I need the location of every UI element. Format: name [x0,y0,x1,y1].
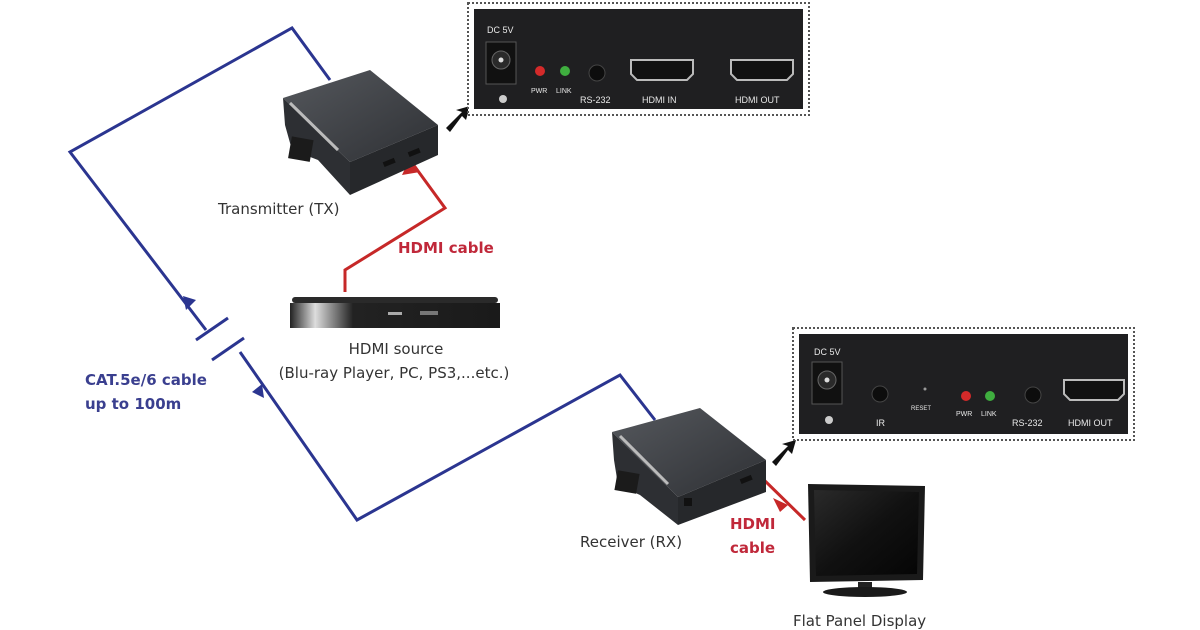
rx-hdmi-cable-label-2: cable [730,539,775,557]
display-stand [823,587,907,597]
rx-hdmi-cable [760,476,807,522]
cat-cable [67,26,657,522]
source-label: HDMI source [349,340,444,358]
receiver-label: Receiver (RX) [580,533,682,551]
cat-cable-rx-segment [238,351,657,522]
rx-rs232-label: RS-232 [1012,418,1043,428]
tx-dc-label: DC 5V [487,25,514,35]
cat-arrow-up-icon [183,296,196,310]
tx-pwr-label: PWR [531,88,547,95]
rx-hdmi-out-label: HDMI OUT [1068,418,1113,428]
rx-link-led [985,391,995,401]
transmitter-device [283,70,438,195]
cat-distance-label: up to 100m [85,395,181,413]
hdmi-arrow-down-icon [773,498,788,512]
rx-hdmi-out-port [1063,379,1125,401]
tx-pwr-led [535,66,545,76]
rx-reset-label: RESET [911,406,931,412]
rx-hdmi-cable-label: HDMI [730,515,776,533]
rx-mount-bracket [614,470,640,494]
tx-zoom-arrow-icon [446,106,470,132]
bluray-player [290,297,500,328]
tx-link-label: LINK [556,88,572,95]
cat-connector-right [211,336,245,362]
rx-pwr-label: PWR [956,411,972,418]
cat-connector-left [195,316,229,342]
tx-hdmi-out-port [730,59,794,81]
tx-hdmi-in-port [630,59,694,81]
receiver-device [612,408,766,525]
tx-panel: DC 5V PWR LINK RS-232 HDMI IN HDMI OUT [467,2,810,116]
rx-dc-label: DC 5V [814,347,841,357]
polarity-icon [825,416,833,424]
cat-arrow-down-icon [252,384,264,398]
tx-mount-bracket [288,136,314,162]
rx-panel: DC 5V IR RESET PWR LINK RS-232 HDMI OUT [792,327,1135,441]
tx-hdmi-cable-label: HDMI cable [398,239,494,257]
rx-ir-port [871,385,889,403]
tx-rs232-label: RS-232 [580,95,611,105]
rx-link-label: LINK [981,411,997,418]
rx-pwr-led [961,391,971,401]
tx-link-led [560,66,570,76]
tx-hdmi-in-label: HDMI IN [642,95,677,105]
polarity-icon [499,95,507,103]
transmitter-label: Transmitter (TX) [217,200,340,218]
tx-hdmi-out-label: HDMI OUT [735,95,780,105]
display-label: Flat Panel Display [793,612,926,630]
rx-ir-label: IR [876,418,886,428]
source-sublabel: (Blu-ray Player, PC, PS3,...etc.) [279,364,510,382]
cat-cable-label: CAT.5e/6 cable [85,371,207,389]
cat-cable-tx-segment [67,26,332,331]
rx-reset-button[interactable] [923,387,927,391]
flat-panel-display [808,484,925,597]
rx-rs232-port [1024,386,1042,404]
display-screen [814,490,919,576]
tx-rs232-port [588,64,606,82]
rx-dc-jack [811,361,843,405]
rx-zoom-arrow-icon [772,440,796,466]
